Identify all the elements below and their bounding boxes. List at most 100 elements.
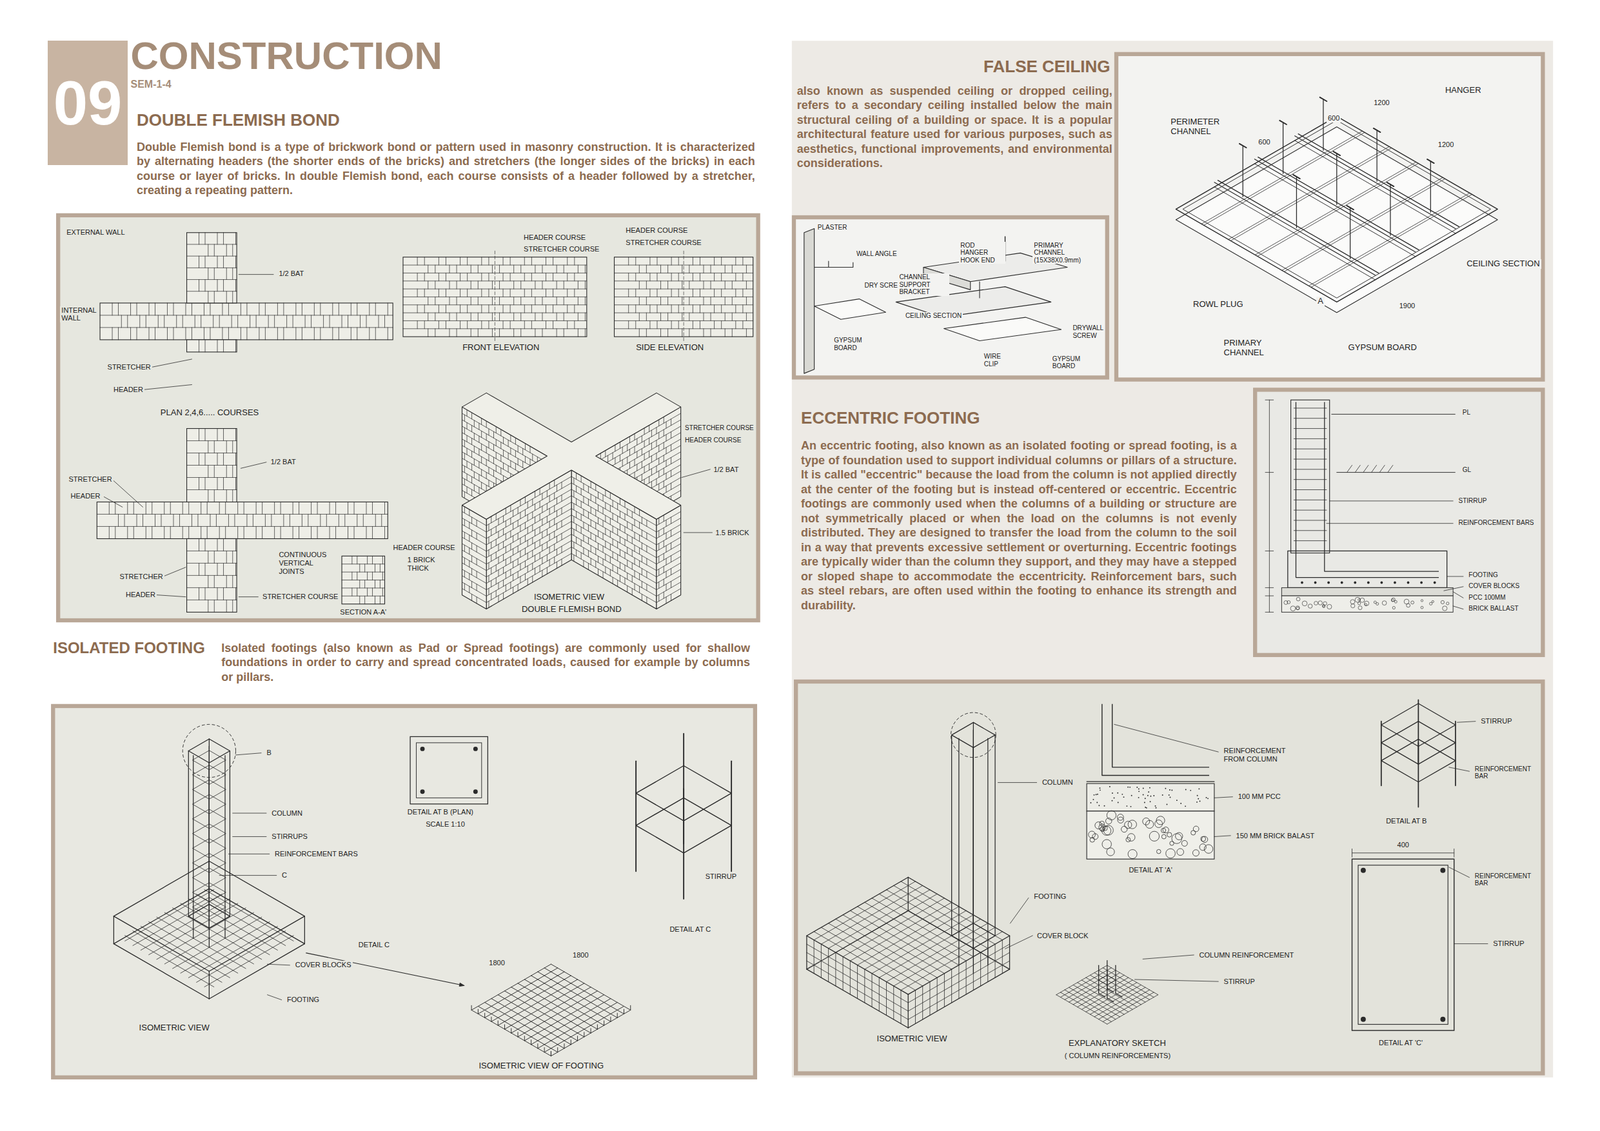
column-outline <box>188 751 189 917</box>
course-line <box>462 582 487 597</box>
brick-joint <box>517 445 519 453</box>
brick-joint <box>503 288 504 297</box>
course-line <box>462 550 487 565</box>
drawing-label: SIDE ELEVATION <box>634 343 705 353</box>
brick-joint <box>552 257 554 266</box>
dimension-tick <box>1265 595 1274 597</box>
drawing-label: COLUMN <box>270 809 304 818</box>
brick-joint <box>118 303 119 316</box>
drawing-label: DOUBLE FLEMISH BOND <box>520 604 623 615</box>
brick-joint <box>720 257 722 266</box>
brick-joint <box>237 501 238 514</box>
brick-joint <box>545 272 547 281</box>
stirrup <box>192 794 226 814</box>
description-text: also known as suspended ceiling or dropp… <box>797 83 1113 171</box>
mesh-bar <box>196 931 286 983</box>
wire-clip <box>978 281 980 298</box>
pcc-aggregate <box>1113 797 1116 800</box>
brick-joint <box>670 470 672 477</box>
bar-bend <box>550 1051 552 1057</box>
brick-joint <box>246 513 247 527</box>
brick-joint <box>151 501 153 514</box>
brick-joint <box>597 543 599 550</box>
pcc-aggregate <box>1147 791 1150 793</box>
brick-joint <box>323 315 324 328</box>
leader-line <box>1009 897 1028 924</box>
course-line <box>99 314 393 316</box>
pcc-aggregate <box>1092 799 1094 801</box>
brick-joint <box>702 281 704 289</box>
brick-joint <box>466 448 468 455</box>
brick-joint <box>527 578 529 585</box>
brick-joint <box>471 412 473 420</box>
brick-joint <box>549 533 551 541</box>
brick-joint <box>670 517 672 524</box>
course-line <box>187 550 238 552</box>
brick-joint <box>163 501 165 514</box>
drawing-label: COVER BLOCKS <box>294 960 353 970</box>
brick-joint <box>459 305 461 313</box>
leader-line <box>1005 935 1034 950</box>
ballast-stone <box>1162 827 1169 834</box>
illustration-group <box>52 40 1553 1078</box>
drawing-label: PLASTER <box>816 223 849 232</box>
brick-joint <box>232 465 233 478</box>
brick-joint <box>632 575 633 583</box>
brick-joint <box>713 257 715 266</box>
brick-joint <box>635 320 636 329</box>
brick-joint <box>646 571 647 578</box>
footing-bar <box>828 923 930 983</box>
brick-joint <box>495 513 497 520</box>
brick-joint <box>424 288 425 297</box>
brick-joint <box>655 478 657 485</box>
brick-joint <box>667 281 669 289</box>
brick-joint <box>203 327 205 340</box>
brick-joint <box>566 272 568 281</box>
brick-joint <box>517 520 519 527</box>
drawing-label: STRETCHER <box>106 363 153 372</box>
brick-joint <box>656 288 658 297</box>
brick-wall-plan <box>99 303 393 340</box>
brick-joint <box>490 580 492 587</box>
primary-channel <box>1214 182 1375 276</box>
brick-joint <box>517 571 519 578</box>
brick-joint <box>688 265 690 273</box>
pcc-aggregate <box>1196 801 1198 803</box>
drawing-label: 600 <box>1256 138 1272 147</box>
brick-joint <box>553 518 555 525</box>
brick-joint <box>372 572 373 580</box>
brick-joint <box>359 580 360 589</box>
pcc-aggregate <box>1129 786 1131 789</box>
brick-joint <box>500 468 502 475</box>
brick-joint <box>534 265 536 273</box>
drawing-sheet <box>52 706 756 1078</box>
brick-joint <box>602 546 604 553</box>
rebar <box>958 738 959 966</box>
brick-joint <box>639 328 640 337</box>
brick-joint <box>626 534 628 542</box>
pcc-aggregate <box>1117 802 1119 804</box>
ballast-stone <box>1117 817 1124 823</box>
ballast-stone <box>1283 601 1288 605</box>
brick-joint <box>517 558 519 565</box>
drawing-label: ROWL PLUG <box>1191 299 1245 310</box>
leader-line <box>236 753 262 756</box>
pcc-aggregate <box>1111 800 1114 802</box>
brick-joint <box>118 513 119 527</box>
brick-joint <box>471 451 473 458</box>
brick-joint <box>219 315 220 328</box>
brick-joint <box>217 232 218 245</box>
ballast-stone <box>1102 826 1108 831</box>
mesh-bar <box>471 1009 551 1056</box>
brick-joint <box>464 440 465 447</box>
brick-joint <box>366 501 367 514</box>
drawing-label: DRYWALL SCREW <box>1071 324 1102 340</box>
brick-joint <box>176 315 177 328</box>
brick-joint <box>130 303 131 316</box>
stirrup <box>1381 721 1456 765</box>
leader-line <box>1443 586 1464 591</box>
brick-joint <box>641 461 643 469</box>
ballast-stone <box>1199 844 1206 851</box>
stirrup <box>635 797 732 853</box>
brick-joint <box>632 550 633 557</box>
